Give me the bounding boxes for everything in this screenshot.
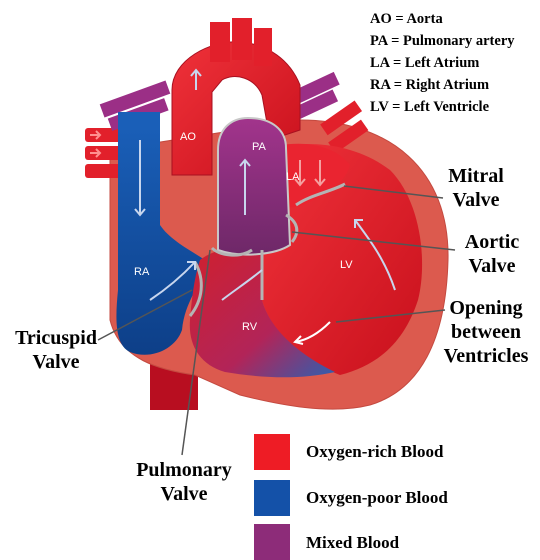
tricuspid-label-line1: Tricuspid — [8, 326, 104, 350]
label-lv: LV — [340, 259, 353, 271]
legend-swatch-oxygen-poor — [254, 480, 290, 516]
pulmonary-artery — [218, 118, 290, 255]
aortic-valve-label: Aortic Valve — [452, 230, 532, 278]
aortic-label-line1: Aortic — [452, 230, 532, 254]
aorta-branches — [210, 18, 272, 66]
aortic-label-line2: Valve — [452, 254, 532, 278]
abbr-pa: PA = Pulmonary artery — [370, 30, 538, 52]
abbr-la: LA = Left Atrium — [370, 52, 538, 74]
mitral-label-line1: Mitral — [436, 164, 516, 188]
label-ra: RA — [134, 266, 150, 278]
tricuspid-valve-label: Tricuspid Valve — [8, 326, 104, 374]
label-rv: RV — [242, 321, 258, 333]
pulmonary-label-line1: Pulmonary — [134, 458, 234, 482]
abbr-ao: AO = Aorta — [370, 8, 538, 30]
mitral-valve-label: Mitral Valve — [436, 164, 516, 212]
tricuspid-label-line2: Valve — [8, 350, 104, 374]
label-ao: AO — [180, 131, 196, 143]
mitral-label-line2: Valve — [436, 188, 516, 212]
pulmonary-valve-label: Pulmonary Valve — [134, 458, 234, 506]
label-pa: PA — [252, 141, 267, 153]
opening-label-line3: Ventricles — [434, 344, 538, 368]
opening-label-line2: between — [434, 320, 538, 344]
label-la: LA — [286, 171, 300, 183]
legend-label-mixed: Mixed Blood — [306, 533, 399, 553]
abbr-lv: LV = Left Ventricle — [370, 96, 538, 118]
opening-between-ventricles-label: Opening between Ventricles — [434, 296, 538, 368]
pulmonary-label-line2: Valve — [134, 482, 234, 506]
legend-label-oxygen-rich: Oxygen-rich Blood — [306, 442, 443, 462]
superior-vena-cava — [118, 112, 160, 130]
abbreviation-key: AO = Aorta PA = Pulmonary artery LA = Le… — [370, 8, 538, 118]
opening-label-line1: Opening — [434, 296, 538, 320]
legend-swatch-oxygen-rich — [254, 434, 290, 470]
legend-label-oxygen-poor: Oxygen-poor Blood — [306, 488, 448, 508]
abbr-ra: RA = Right Atrium — [370, 74, 538, 96]
